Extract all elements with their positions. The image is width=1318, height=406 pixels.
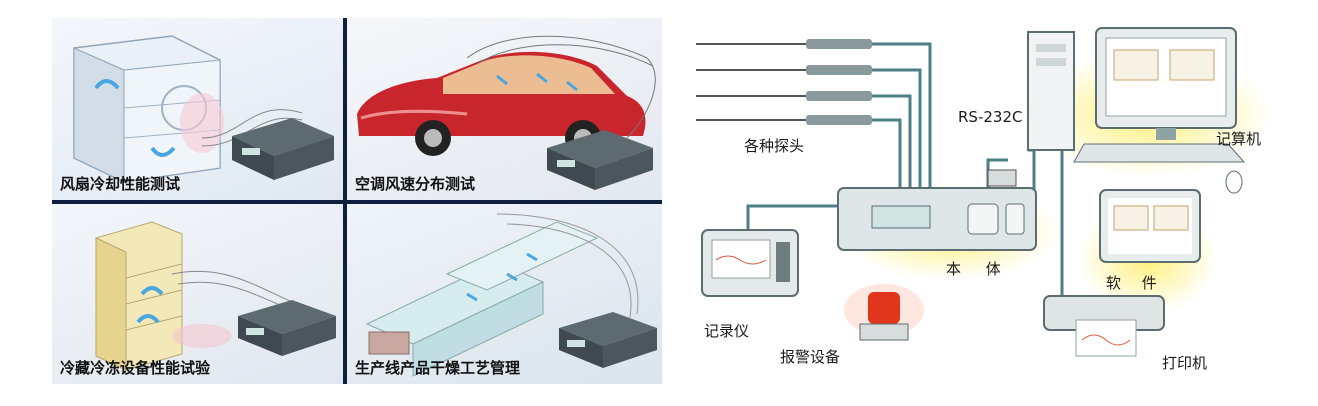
caption-ac-airflow: 空调风速分布测试 <box>355 175 476 193</box>
monitor-icon <box>1095 27 1237 140</box>
computer-tower-icon <box>1027 31 1075 151</box>
keyboard-icon <box>1073 143 1246 163</box>
panel-ac-airflow: 空调风速分布测试 <box>347 18 662 200</box>
caption-fan-cooling: 风扇冷却性能测试 <box>60 175 181 193</box>
caption-drying-process: 生产线产品干燥工艺管理 <box>355 359 521 377</box>
probes-icon <box>696 39 872 125</box>
software-screen-icon <box>1099 189 1201 263</box>
label-alarm: 报警设备 <box>780 348 841 366</box>
label-main-unit: 本 体 <box>946 260 1011 278</box>
label-software: 软 件 <box>1106 274 1165 292</box>
fan-cooling-illustration <box>73 35 334 183</box>
panel-drying-process: 生产线产品干燥工艺管理 <box>347 204 662 384</box>
printer-icon <box>1043 295 1165 357</box>
label-rs232c: RS-232C <box>958 108 1023 126</box>
system-diagram-graphic <box>696 27 1273 357</box>
mouse-icon <box>1225 170 1243 194</box>
drying-line-illustration <box>365 213 657 377</box>
car-airflow-illustration <box>357 35 656 190</box>
refrigeration-illustration <box>95 221 336 371</box>
panel-refrigeration: 冷藏冷冻设备性能试验 <box>52 204 343 384</box>
application-panels: 风扇冷却性能测试 空调风速分布测试 <box>52 18 662 384</box>
recorder-icon <box>701 229 799 297</box>
label-computer: 记算机 <box>1216 130 1262 148</box>
label-printer: 打印机 <box>1162 354 1208 372</box>
alarm-beacon-icon <box>844 284 924 341</box>
system-diagram: 各种探头 RS-232C 记算机 本 体 软 件 记录仪 报警设备 打印机 <box>688 10 1280 390</box>
label-probes: 各种探头 <box>744 137 805 155</box>
label-recorder: 记录仪 <box>704 322 750 340</box>
rs232c-connector-icon <box>987 169 1017 187</box>
caption-refrigeration: 冷藏冷冻设备性能试验 <box>60 359 211 377</box>
main-unit-icon <box>837 187 1037 251</box>
panel-fan-cooling: 风扇冷却性能测试 <box>52 18 343 200</box>
